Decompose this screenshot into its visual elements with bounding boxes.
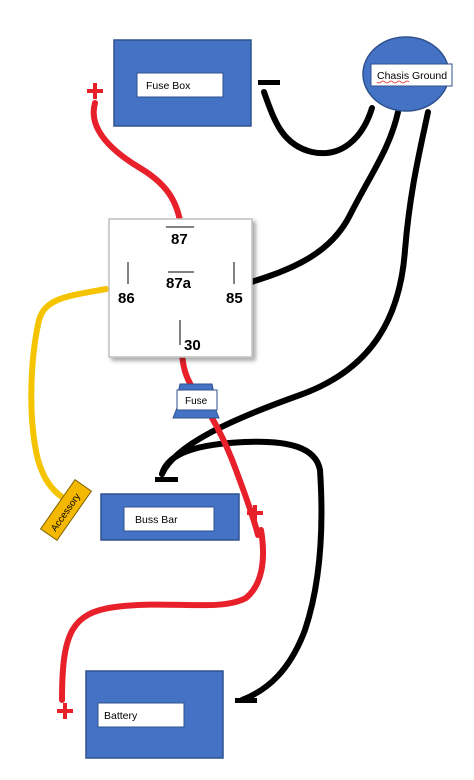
- chassis-ground-label-plate: [370, 63, 453, 87]
- positive-wire-relay30-to-bussbar: [179, 350, 261, 538]
- plus-sign-icon: [87, 83, 103, 99]
- fuse-box: Fuse Box: [113, 39, 252, 127]
- buss-bar-label-plate: [123, 506, 215, 532]
- relay: 87 87a 86 85 30: [108, 218, 253, 358]
- spellcheck-squiggle: [376, 80, 410, 84]
- relay-pin-87-label: 87: [171, 231, 188, 248]
- battery-label: Battery: [104, 710, 138, 722]
- battery: Battery: [85, 670, 224, 759]
- fuse-box-label-plate: [136, 72, 224, 98]
- relay-pin-85-label: 85: [226, 290, 243, 307]
- ground-wire-bussbar-to-chassis: [159, 109, 431, 477]
- positive-wire-bussbar-to-battery: [59, 527, 266, 703]
- buss-bar: Buss Bar: [100, 493, 240, 541]
- chassis-ground: Chasis Ground: [362, 36, 453, 112]
- minus-sign-icon: [155, 477, 178, 482]
- fuse-label-plate: [176, 389, 218, 411]
- relay-pin-86-label: 86: [118, 290, 135, 307]
- minus-sign-icon: [258, 80, 280, 85]
- fuse-label: Fuse: [185, 396, 208, 407]
- ground-wire-battery-to-bussbar: [159, 438, 325, 703]
- plus-sign-icon: [57, 703, 73, 719]
- battery-label-plate: [97, 702, 185, 728]
- minus-sign-icon: [235, 698, 257, 703]
- fuse: Fuse: [172, 383, 220, 419]
- ground-wire-fusebox-to-chassis: [261, 89, 375, 157]
- ground-wire-relay85-to-chassis: [245, 109, 401, 286]
- fuse-box-label: Fuse Box: [146, 80, 191, 92]
- relay-pin-87a-label: 87a: [166, 275, 192, 292]
- plus-sign-icon: [247, 505, 263, 521]
- chassis-ground-label: Chasis Ground: [377, 70, 447, 82]
- buss-bar-label: Buss Bar: [135, 514, 178, 526]
- relay-pin-30-label: 30: [184, 337, 201, 354]
- accessory-wire-relay86: [28, 286, 109, 500]
- accessory-tag: Accessory: [39, 478, 93, 542]
- positive-wire-fusebox-to-relay87: [90, 100, 184, 231]
